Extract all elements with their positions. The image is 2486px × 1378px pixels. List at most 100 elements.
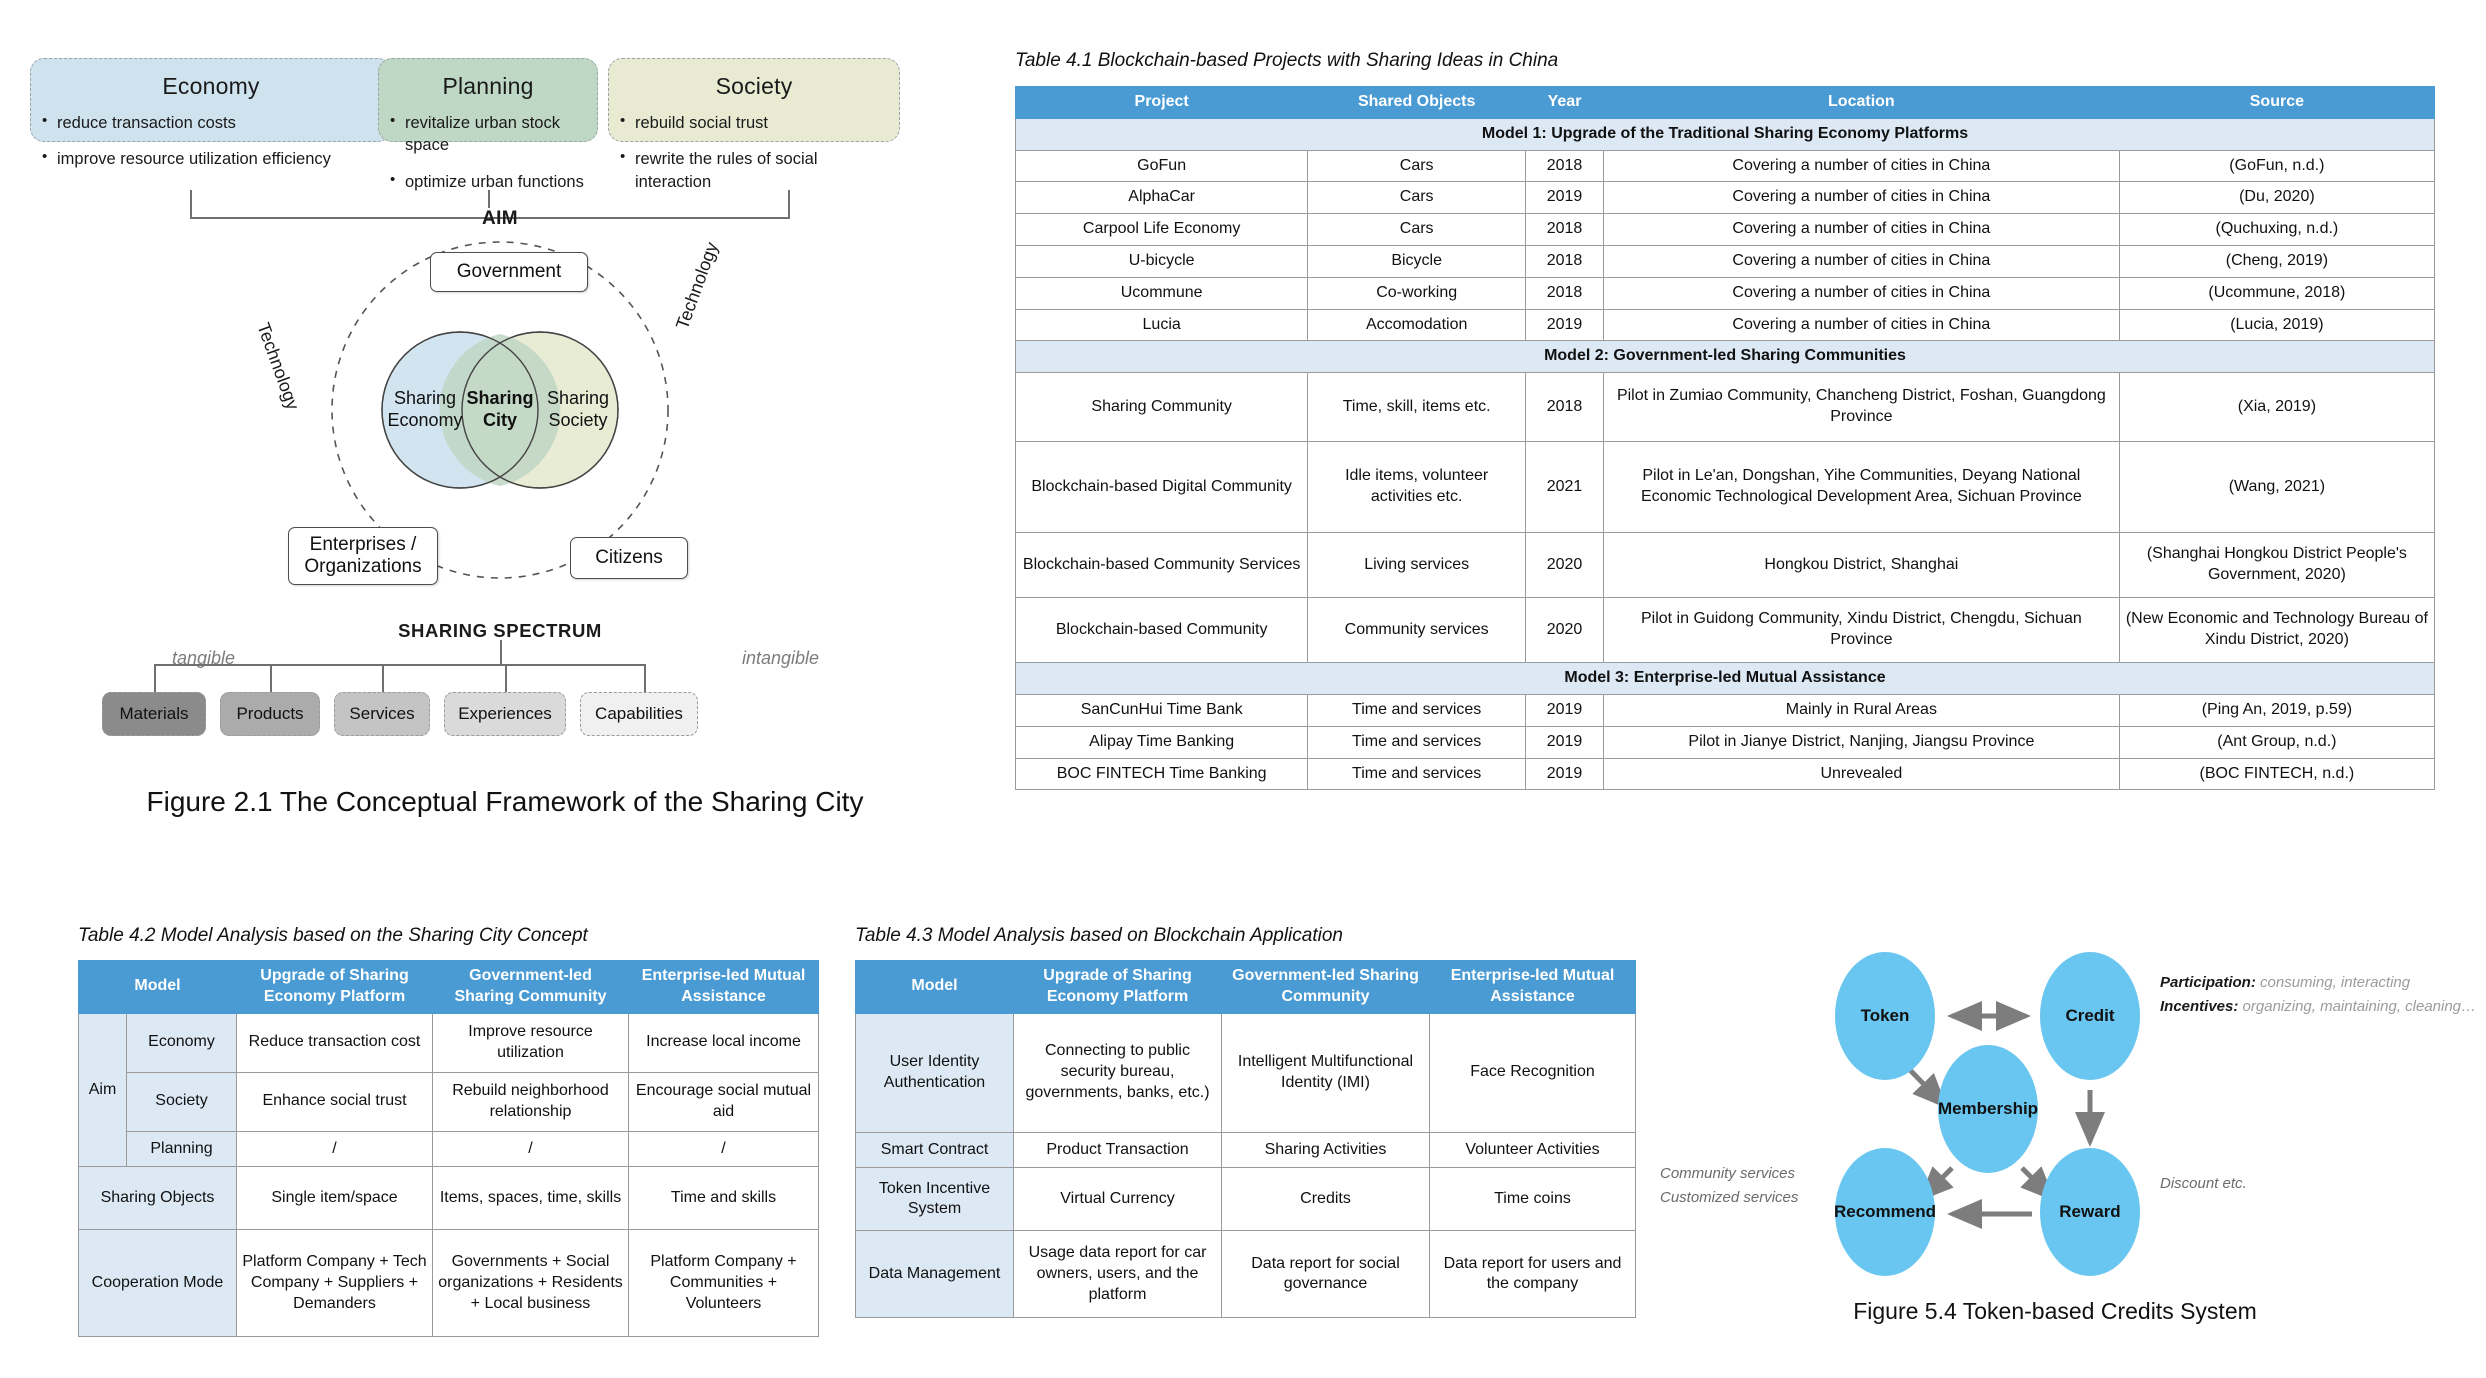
- venn-outline-society: [461, 331, 619, 489]
- table-4-2-section: Table 4.2 Model Analysis based on the Sh…: [78, 925, 819, 1338]
- column-header-model: Model: [78, 960, 237, 1014]
- bullet-item: improve resource utilization efficiency: [42, 147, 381, 170]
- cell-source: (GoFun, n.d.): [2118, 149, 2436, 183]
- cell-year: 2019: [1525, 308, 1604, 342]
- node-label: Enterprises /Organizations: [304, 533, 422, 577]
- section-band-label: Model 2: Government-led Sharing Communit…: [1015, 340, 2435, 374]
- spectrum-item-materials: Materials: [102, 692, 206, 736]
- cell-source: (Du, 2020): [2118, 181, 2436, 215]
- node-government: Government: [430, 252, 588, 292]
- cell-year: 2018: [1525, 213, 1604, 246]
- row-label-society: Society: [126, 1071, 237, 1132]
- connector-line: [270, 664, 272, 694]
- spectrum-item-products: Products: [220, 692, 320, 736]
- cell-location: Covering a number of cities in China: [1602, 308, 2120, 342]
- cell-value: Face Recognition: [1429, 1012, 1636, 1133]
- figure-2-1-caption: Figure 2.1 The Conceptual Framework of t…: [146, 786, 864, 817]
- cell-shared-objects: Cars: [1307, 181, 1527, 215]
- connector-line: [190, 217, 790, 219]
- cell-source: (Quchuxing, n.d.): [2118, 213, 2436, 246]
- column-header-enterprise-assistance: Enterprise-led Mutual Assistance: [628, 960, 819, 1014]
- cell-shared-objects: Time and services: [1307, 725, 1527, 759]
- cell-value: Platform Company + Communities + Volunte…: [628, 1229, 819, 1338]
- cell-location: Covering a number of cities in China: [1602, 181, 2120, 215]
- cell-project: SanCunHui Time Bank: [1014, 693, 1309, 727]
- cell-year: 2020: [1525, 532, 1604, 599]
- cell-source: (Cheng, 2019): [2118, 244, 2436, 278]
- cell-shared-objects: Cars: [1307, 213, 1527, 246]
- section-band-label: Model 1: Upgrade of the Traditional Shar…: [1015, 117, 2435, 151]
- connector-line: [788, 190, 790, 218]
- note-participation: Participation: consuming, interacting: [2160, 974, 2410, 991]
- cell-value: Rebuild neighborhood relationship: [432, 1071, 629, 1132]
- cell-location: Pilot in Le'an, Dongshan, Yihe Communiti…: [1602, 441, 2120, 534]
- cell-location: Covering a number of cities in China: [1602, 244, 2120, 278]
- table-header-row: Project Shared Objects Year Location Sou…: [1014, 86, 2436, 119]
- cell-source: (Ant Group, n.d.): [2118, 725, 2436, 759]
- cell-shared-objects: Bicycle: [1307, 244, 1527, 278]
- venn-overlap-city: [439, 334, 561, 486]
- cell-value: Reduce transaction cost: [236, 1012, 433, 1073]
- cell-location: Mainly in Rural Areas: [1602, 693, 2120, 727]
- node-membership: Membership: [1938, 1045, 2038, 1173]
- cell-location: Hongkou District, Shanghai: [1602, 532, 2120, 599]
- concept-box-society: Society rebuild social trust rewrite the…: [608, 58, 900, 191]
- cell-value: Enhance social trust: [236, 1071, 433, 1132]
- node-citizens: Citizens: [570, 537, 688, 579]
- cell-value: Single item/space: [236, 1166, 433, 1231]
- cell-value: Items, spaces, time, skills: [432, 1166, 629, 1231]
- cell-year: 2018: [1525, 244, 1604, 278]
- column-header-upgrade-platform: Upgrade of Sharing Economy Platform: [236, 960, 433, 1014]
- cell-year: 2019: [1525, 725, 1604, 759]
- cell-location: Pilot in Zumiao Community, Chancheng Dis…: [1602, 372, 2120, 443]
- cell-value: Platform Company + Tech Company + Suppli…: [236, 1229, 433, 1338]
- table-4-3: Model Upgrade of Sharing Economy Platfor…: [855, 960, 1636, 1319]
- table-row: Token Incentive System Virtual Currency …: [855, 1167, 1636, 1232]
- table-row: Sharing Objects Single item/space Items,…: [78, 1166, 819, 1231]
- note-customized-services: Customized services: [1660, 1189, 1799, 1206]
- spectrum-edge-tangible: tangible: [172, 648, 236, 668]
- node-recommend: Recommend: [1834, 1148, 1936, 1276]
- column-header-government-community: Government-led Sharing Community: [1221, 960, 1430, 1014]
- cell-value: Time and skills: [628, 1166, 819, 1231]
- note-incentives: Incentives: organizing, maintaining, cle…: [2160, 998, 2476, 1015]
- spectrum-edge-intangible: intangible: [742, 648, 820, 668]
- cell-shared-objects: Community services: [1307, 597, 1527, 664]
- connector-line: [154, 664, 156, 694]
- row-group-label-aim: Aim: [78, 1012, 127, 1168]
- cell-value: Sharing Activities: [1221, 1131, 1430, 1169]
- cell-project: BOC FINTECH Time Banking: [1014, 757, 1309, 791]
- column-header-shared-objects: Shared Objects: [1307, 86, 1527, 119]
- connector-line: [488, 190, 490, 208]
- connector-line: [382, 664, 384, 694]
- cell-project: Sharing Community: [1014, 372, 1309, 443]
- column-header-government-community: Government-led Sharing Community: [432, 960, 629, 1014]
- dashed-boundary-circle: [331, 241, 669, 579]
- cell-project: Ucommune: [1014, 276, 1309, 310]
- cell-project: Blockchain-based Community: [1014, 597, 1309, 664]
- bullet-item: optimize urban functions: [390, 170, 587, 193]
- cell-value: Virtual Currency: [1013, 1167, 1222, 1232]
- cell-shared-objects: Cars: [1307, 149, 1527, 183]
- connector-line: [500, 640, 502, 664]
- cell-value: Improve resource utilization: [432, 1012, 629, 1073]
- cell-shared-objects: Time and services: [1307, 693, 1527, 727]
- table-4-1: Project Shared Objects Year Location Sou…: [1014, 86, 2436, 791]
- venn-label-society: Sharing: [547, 388, 609, 408]
- cell-source: (Wang, 2021): [2118, 441, 2436, 534]
- cell-value: Credits: [1221, 1167, 1430, 1232]
- concept-box-bullets: revitalize urban stock space optimize ur…: [379, 111, 597, 193]
- table-4-2: Model Upgrade of Sharing Economy Platfor…: [78, 960, 819, 1338]
- note-value: consuming, interacting: [2255, 974, 2411, 991]
- cell-value: Intelligent Multifunctional Identity (IM…: [1221, 1012, 1430, 1133]
- column-header-project: Project: [1014, 86, 1309, 119]
- note-label: Participation:: [2160, 974, 2256, 991]
- cell-value: /: [236, 1130, 433, 1168]
- cell-project: Blockchain-based Digital Community: [1014, 441, 1309, 534]
